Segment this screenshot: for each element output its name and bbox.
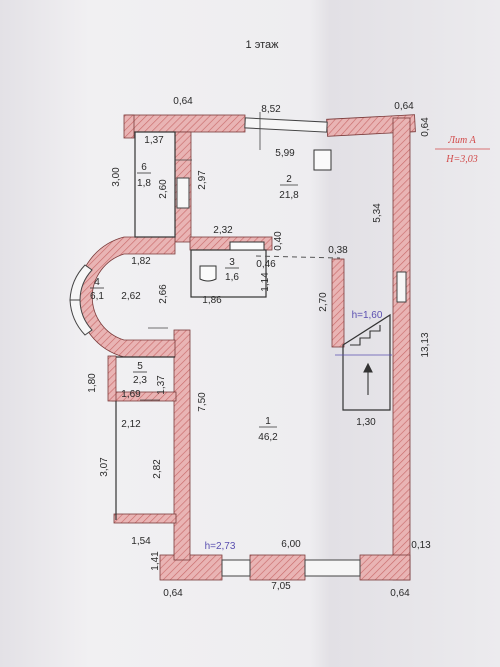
dim-bottom-left-wall: 0,64	[163, 588, 183, 599]
dim-room6-width: 1,37	[144, 135, 164, 146]
litera-height: H=3,03	[445, 154, 477, 165]
window-top	[244, 117, 328, 133]
dim-room6-height: 3,00	[111, 167, 122, 187]
room-1-number: 1	[265, 416, 271, 427]
windows	[69, 117, 407, 577]
litera-name: Лит А	[447, 135, 476, 146]
dim-room4-width: 1,82	[131, 256, 151, 267]
dimension-labels: 0,64 8,52 0,64 0,64 5,99 1,37 3,00 2,60 …	[87, 96, 431, 599]
room-2-number: 2	[286, 174, 292, 185]
room-4-number: 4	[94, 277, 100, 288]
window-room6	[176, 177, 190, 209]
room-3-area: 1,6	[225, 272, 239, 283]
walls	[77, 114, 416, 581]
dim-bottom-right-wall: 0,64	[390, 588, 410, 599]
wall-right	[392, 117, 411, 581]
room-6-area: 1,8	[137, 178, 151, 189]
wall-bottom-right	[359, 554, 411, 581]
room-labels: 1 46,2 2 21,8 3 1,6 4 6,1 5 2,3 6 1,8	[90, 162, 299, 443]
wall-left-outer	[123, 114, 135, 139]
dim-212: 2,12	[121, 419, 141, 430]
page-title: 1 этаж	[246, 39, 280, 51]
room-1-area: 46,2	[258, 432, 278, 443]
dim-stair-side: 2,70	[318, 292, 329, 312]
fixtures	[199, 149, 332, 282]
dim-room3-bottom: 1,86	[202, 295, 222, 306]
dim-room6-inner: 2,60	[158, 179, 169, 199]
dim-room2-left: 2,97	[197, 170, 208, 190]
dim-room2-width: 5,99	[275, 148, 295, 159]
dim-bottom-right: 0,13	[411, 540, 431, 551]
window-right	[396, 271, 407, 303]
room-3-number: 3	[229, 257, 235, 268]
dim-right-top: 5,34	[372, 203, 383, 223]
dim-room4-height: 2,66	[158, 284, 169, 304]
stair-height: h=1,60	[352, 310, 383, 321]
room-5-number: 5	[137, 361, 143, 372]
dim-left-180: 1,80	[87, 373, 98, 393]
boiler-icon	[313, 149, 332, 171]
wall-bottom-left	[159, 554, 223, 581]
dim-046: 0,46	[256, 259, 276, 270]
dim-top-right-wall: 0,64	[394, 101, 414, 112]
dim-bottom-total: 7,05	[271, 581, 291, 592]
room-5-area: 2,3	[133, 375, 147, 386]
room-6-number: 6	[141, 162, 147, 173]
dim-left-282: 2,82	[152, 459, 163, 479]
dim-038: 0,38	[328, 245, 348, 256]
dim-room5-height: 1,37	[156, 375, 167, 395]
stair-arrow	[350, 325, 381, 395]
dim-top-left-wall: 0,64	[173, 96, 193, 107]
main-height: h=2,73	[205, 541, 236, 552]
dim-room5-width: 1,69	[121, 389, 141, 400]
wall-bottom-mid	[249, 554, 306, 581]
wall-stair	[331, 258, 345, 348]
dashed-reference	[255, 255, 341, 259]
dim-right-corner: 0,64	[420, 117, 431, 137]
wall-room5-left	[107, 355, 117, 402]
dim-bottom-141: 1,41	[150, 551, 161, 571]
window-bottom-left	[221, 559, 251, 577]
dim-room4-depth: 2,62	[121, 291, 141, 302]
dim-right-total: 13,13	[420, 332, 431, 357]
dimension-lines	[140, 112, 392, 401]
dim-040: 0,40	[273, 231, 284, 251]
plan-title: 1 этаж	[246, 39, 280, 51]
dim-left-307: 3,07	[99, 457, 110, 477]
dim-room1-height: 7,50	[197, 392, 208, 412]
dim-114: 1,14	[260, 272, 271, 292]
litera-block: Лит А H=3,03	[435, 135, 490, 165]
window-bottom-right	[304, 559, 361, 577]
dim-bottom-154: 1,54	[131, 536, 151, 547]
dim-stair-width: 1,30	[356, 417, 376, 428]
dim-top-total: 8,52	[261, 104, 281, 115]
wall-top-left	[124, 114, 246, 133]
dim-room3-width: 2,32	[213, 225, 233, 236]
wall-left-lower	[173, 329, 191, 561]
room-2-area: 21,8	[279, 190, 299, 201]
window-bay	[69, 264, 93, 301]
room-4-area: 6,1	[90, 291, 104, 302]
toilet-icon	[199, 265, 217, 282]
dim-bottom-inner: 6,00	[281, 539, 301, 550]
wall-room-bottom-left	[113, 513, 177, 524]
partitions	[115, 131, 391, 520]
